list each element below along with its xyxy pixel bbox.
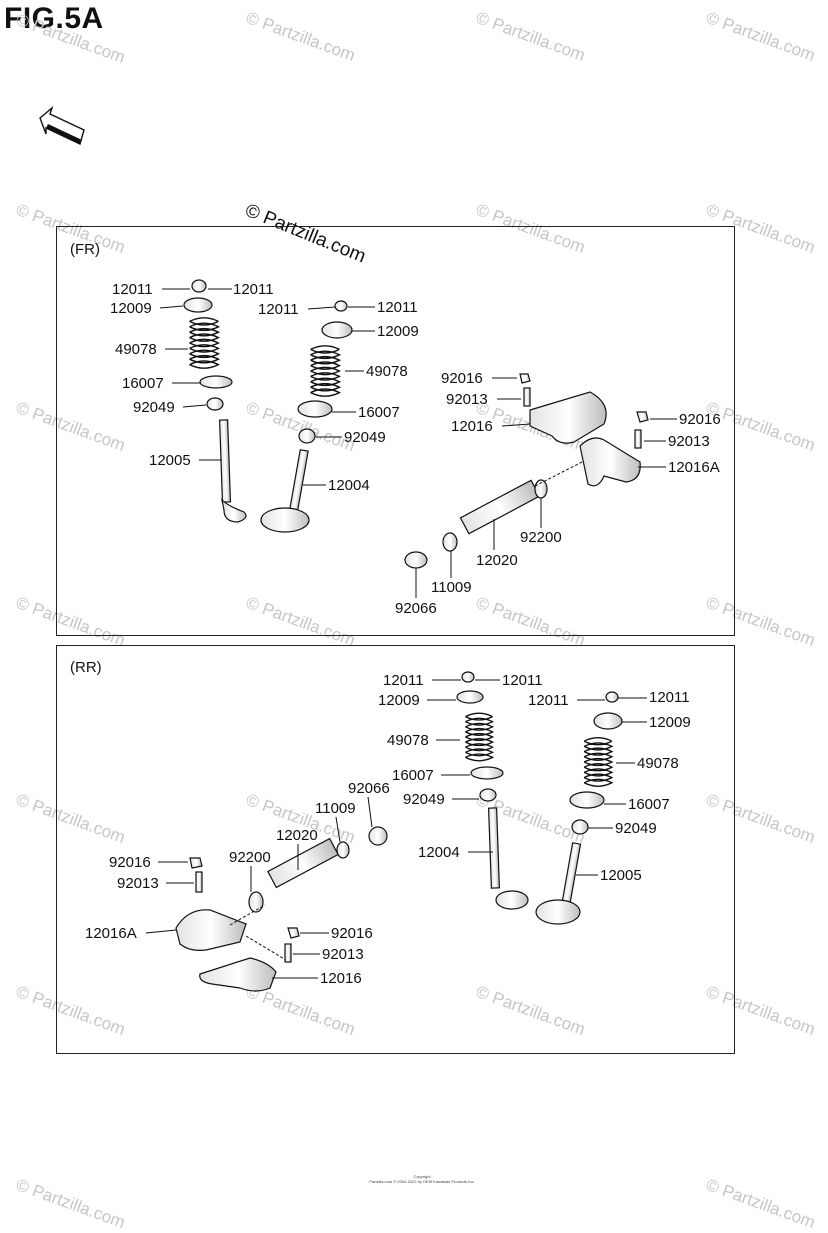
parts-diagram [39,105,677,992]
part-number-label: 12020 [276,827,318,844]
part-number-label: 12004 [418,844,460,861]
part-number-label: 92013 [117,875,159,892]
part-number-label: 49078 [637,755,679,772]
part-number-label: 12009 [649,714,691,731]
part-number-label: 12009 [377,323,419,340]
front-panel [56,226,735,636]
front-rocker-assembly [404,373,649,569]
part-number-label: 92049 [403,791,445,808]
part-number-label: 92013 [322,946,364,963]
front-leader-lines [159,288,677,598]
rear-leader-lines [145,679,647,979]
rear-valve-12005 [535,691,623,925]
rear-panel [56,645,735,1054]
part-number-label: 12020 [476,552,518,569]
part-number-label: 49078 [366,363,408,380]
part-number-label: 92049 [615,820,657,837]
part-number-label: 12011 [649,689,690,706]
front-valve-12005 [183,279,247,523]
part-number-label: 12005 [600,867,642,884]
part-number-label: 92016 [331,925,373,942]
part-number-label: 92013 [668,433,710,450]
fwd-arrow-icon [39,105,85,145]
part-number-label: 92200 [520,529,562,546]
part-number-label: 92016 [109,854,151,871]
part-number-label: 16007 [628,796,670,813]
rear-rocker-assembly [175,826,388,992]
part-number-label: 11009 [315,800,356,817]
part-number-label: 12011 [383,672,424,689]
part-number-label: 16007 [358,404,400,421]
rear-panel-label: (RR) [70,659,102,676]
part-number-label: 11009 [431,579,472,596]
part-number-label: 12016A [85,925,137,942]
part-number-label: 12011 [112,281,153,298]
part-number-label: 49078 [387,732,429,749]
part-number-label: 16007 [392,767,434,784]
part-number-label: 92049 [133,399,175,416]
part-number-label: 12016 [320,970,362,987]
part-number-label: 12011 [258,301,299,318]
part-number-label: 12009 [378,692,420,709]
part-number-label: 92013 [446,391,488,408]
part-number-label: 16007 [122,375,164,392]
front-panel-label: (FR) [70,241,100,258]
part-number-label: 12011 [502,672,543,689]
front-valve-12004 [260,300,353,533]
part-number-label: 12009 [110,300,152,317]
part-number-label: 92066 [395,600,437,617]
copyright-bottom: Partzilla.com © 2004-2022 by OEM Kawasak… [369,1179,475,1184]
copyright-top: Copyright [413,1174,431,1179]
part-number-label: 12011 [233,281,274,298]
part-number-label: 92066 [348,780,390,797]
part-number-label: 12004 [328,477,370,494]
part-number-label: 92200 [229,849,271,866]
copyright-footer: Copyright Partzilla.com © 2004-2022 by O… [357,1174,487,1184]
part-number-label: 12016 [451,418,493,435]
part-number-label: 92016 [679,411,721,428]
part-number-label: 92016 [441,370,483,387]
part-number-label: 12016A [668,459,720,476]
rear-valve-12004 [456,671,529,910]
part-number-label: 12005 [149,452,191,469]
part-number-label: 92049 [344,429,386,446]
part-number-label: 12011 [528,692,569,709]
part-number-label: 12011 [377,299,418,316]
figure-title: FIG.5A [4,2,104,35]
part-number-label: 49078 [115,341,157,358]
